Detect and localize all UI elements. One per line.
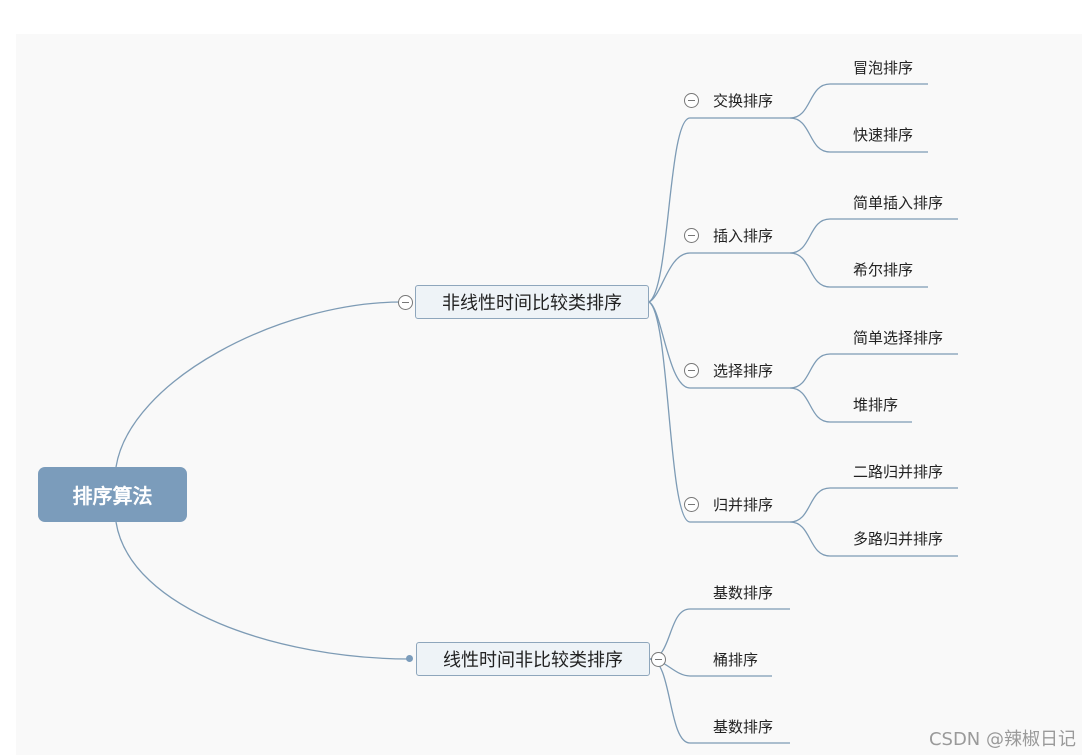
leaf-node[interactable]: 快速排序 xyxy=(853,126,914,144)
watermark: CSDN @辣椒日记 xyxy=(928,729,1076,750)
link-root-branch1 xyxy=(115,301,403,468)
link-s1-l1 xyxy=(789,83,928,119)
collapse-icon[interactable] xyxy=(684,228,699,243)
link-s3-l1 xyxy=(789,353,958,389)
sub-node-selection[interactable]: 选择排序 xyxy=(713,362,774,380)
collapse-icon[interactable] xyxy=(684,363,699,378)
collapse-icon[interactable] xyxy=(684,497,699,512)
link-b1-sub1 xyxy=(648,117,790,303)
link-s4-l2 xyxy=(789,521,958,557)
link-root-branch2 xyxy=(115,521,411,660)
link-s3-l2 xyxy=(789,387,912,423)
leaf-node[interactable]: 桶排序 xyxy=(713,651,759,669)
link-b1-sub2 xyxy=(648,252,790,303)
collapse-icon[interactable] xyxy=(651,652,666,667)
leaf-node[interactable]: 简单插入排序 xyxy=(853,194,944,212)
link-s1-l2 xyxy=(789,117,928,153)
link-b1-sub4 xyxy=(648,301,790,523)
leaf-node[interactable]: 基数排序 xyxy=(713,718,774,736)
leaf-node[interactable]: 基数排序 xyxy=(713,584,774,602)
link-s4-l1 xyxy=(789,487,958,523)
link-s2-l2 xyxy=(789,252,928,288)
sub-node-exchange[interactable]: 交换排序 xyxy=(713,92,774,110)
link-s2-l1 xyxy=(789,218,958,254)
mindmap-canvas xyxy=(16,34,1082,755)
leaf-node[interactable]: 简单选择排序 xyxy=(853,329,944,347)
leaf-node[interactable]: 二路归并排序 xyxy=(853,463,944,481)
leaf-node[interactable]: 冒泡排序 xyxy=(853,59,914,77)
leaf-node[interactable]: 堆排序 xyxy=(853,396,899,414)
leaf-node[interactable]: 多路归并排序 xyxy=(853,530,944,548)
branch-node-nonlinear[interactable]: 非线性时间比较类排序 xyxy=(415,285,649,319)
sub-node-insertion[interactable]: 插入排序 xyxy=(713,227,774,245)
collapse-icon[interactable] xyxy=(398,295,413,310)
root-node[interactable]: 排序算法 xyxy=(38,467,187,522)
connector-dot-icon xyxy=(406,655,413,662)
branch-node-linear[interactable]: 线性时间非比较类排序 xyxy=(416,642,650,676)
leaf-node[interactable]: 希尔排序 xyxy=(853,261,914,279)
sub-node-merge[interactable]: 归并排序 xyxy=(713,496,774,514)
collapse-icon[interactable] xyxy=(684,93,699,108)
